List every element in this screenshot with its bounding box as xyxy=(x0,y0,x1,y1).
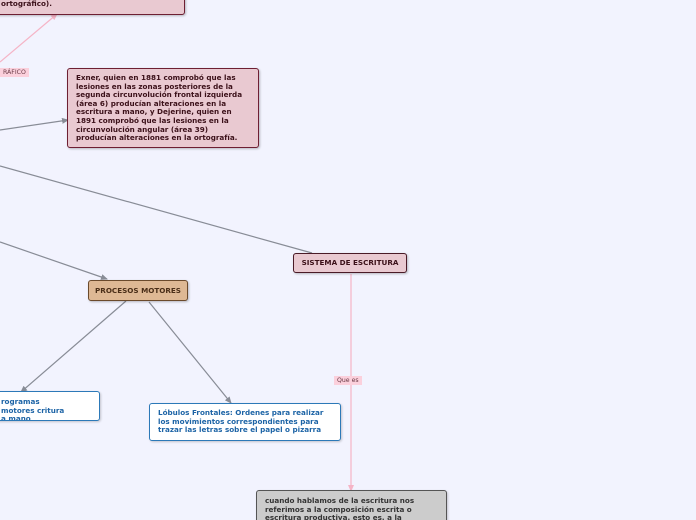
link-grafico-top xyxy=(0,13,58,63)
node-lobulos-text: Lóbulos Frontales: Ordenes para realizar… xyxy=(158,408,324,435)
node-exner-dejerine[interactable]: Exner, quien en 1881 comprobó que las le… xyxy=(67,68,259,148)
edge-label-grafico: RÁFICO xyxy=(0,68,29,77)
node-procesos-text: PROCESOS MOTORES xyxy=(95,286,181,295)
node-top-clipped[interactable]: ortográfico). xyxy=(0,0,185,15)
link-procesos-programas xyxy=(20,300,127,393)
node-sistema-text: SISTEMA DE ESCRITURA xyxy=(301,258,399,267)
node-procesos-motores[interactable]: PROCESOS MOTORES xyxy=(88,280,188,301)
link-procesos-lobulos xyxy=(148,301,232,404)
node-sistema-escritura[interactable]: SISTEMA DE ESCRITURA xyxy=(293,253,407,273)
node-cuando-text: cuando hablamos de la escritura nos refe… xyxy=(265,496,415,520)
node-exner-text: Exner, quien en 1881 comprobó que las le… xyxy=(76,73,243,143)
link-to-exner xyxy=(0,117,69,131)
link-to-procesos xyxy=(0,241,108,280)
node-cuando-hablamos[interactable]: cuando hablamos de la escritura nos refe… xyxy=(256,490,447,520)
edge-label-que-es: Que es xyxy=(334,376,362,385)
node-top-clipped-text: ortográfico). xyxy=(1,0,52,8)
node-programas-motores[interactable]: rogramas motores critura a mano xyxy=(0,391,100,421)
link-to-sistema xyxy=(0,165,313,254)
node-programas-text: rogramas motores critura a mano xyxy=(1,397,65,421)
node-lobulos-frontales[interactable]: Lóbulos Frontales: Ordenes para realizar… xyxy=(149,403,341,441)
